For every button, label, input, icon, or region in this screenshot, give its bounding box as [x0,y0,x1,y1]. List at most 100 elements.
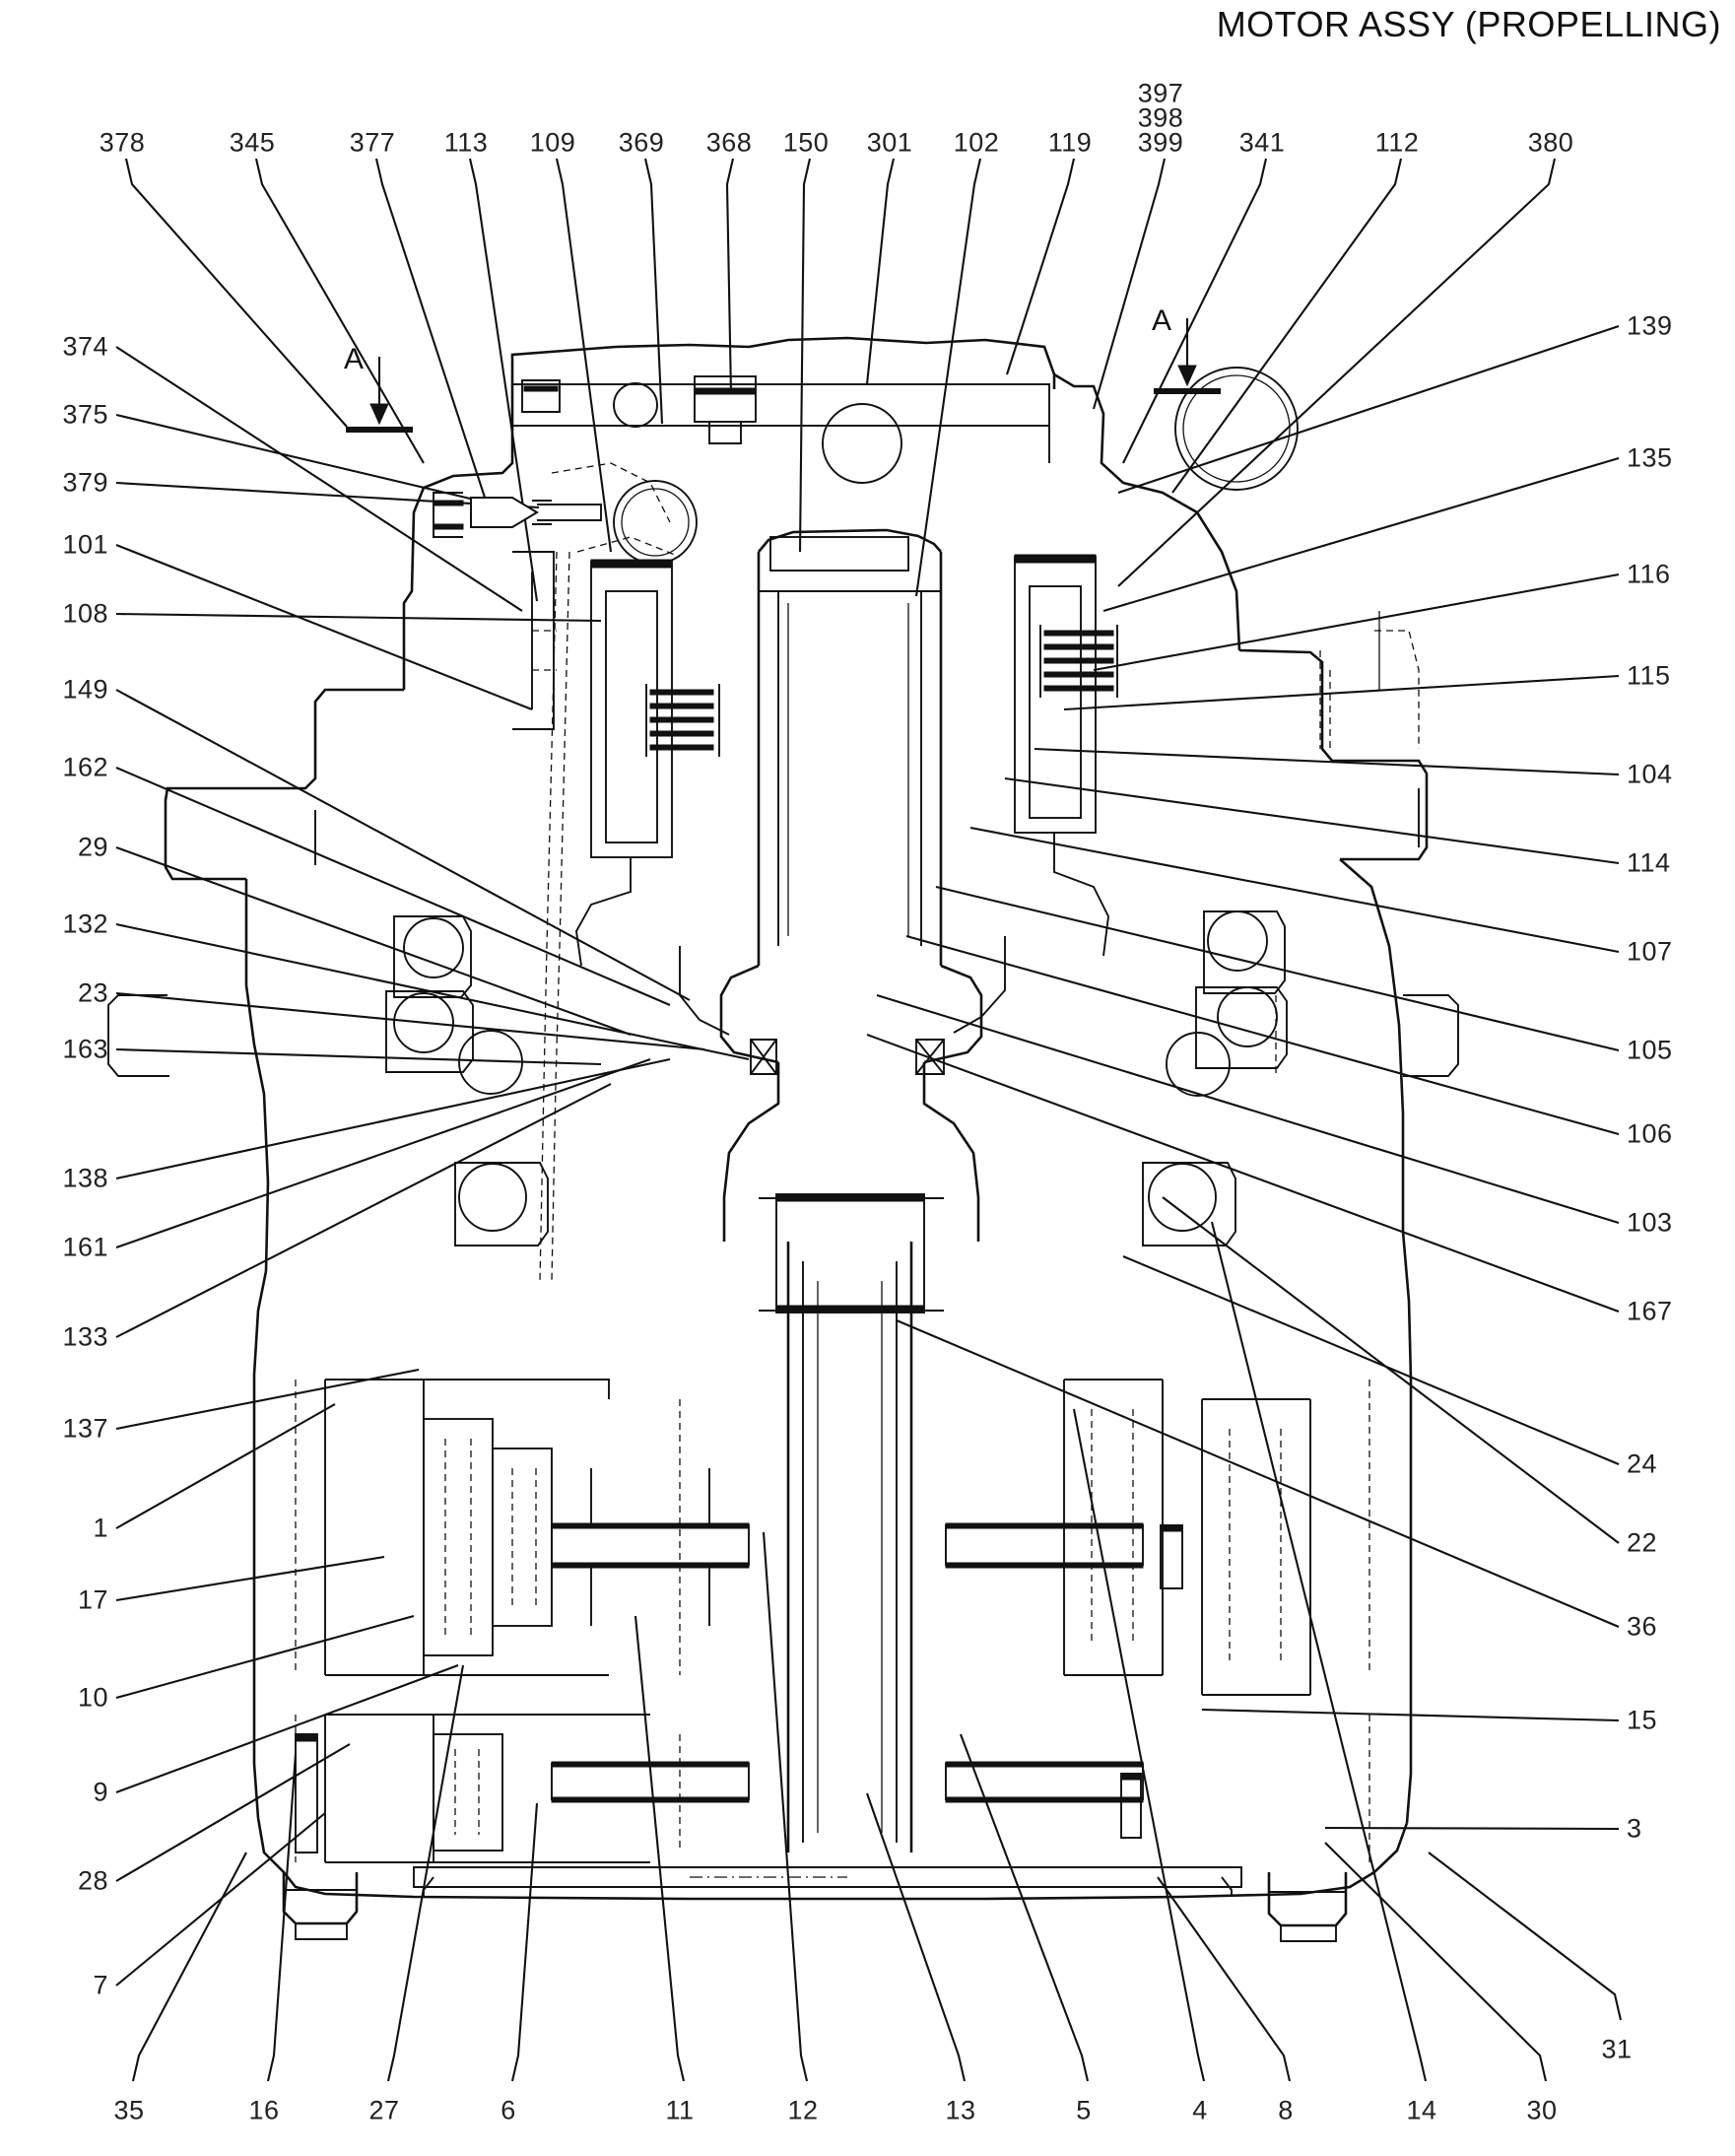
callout-16: 16 [248,2095,280,2125]
cylinder-block [512,551,1118,1036]
leader-line-162 [115,767,671,1006]
callout-28: 28 [77,1865,108,1896]
page-title: MOTOR ASSY (PROPELLING) [1216,4,1721,44]
callout-161: 161 [62,1232,108,1262]
callout-29: 29 [77,832,108,862]
callout-301: 301 [866,127,913,158]
callout-27: 27 [368,2095,400,2125]
callout-9: 9 [93,1777,108,1807]
callout-112: 112 [1374,127,1420,158]
leader-line-9 [115,1664,459,1793]
leader-line-31 [1428,1852,1623,2021]
callout-163: 163 [62,1034,108,1064]
callout-36: 36 [1627,1611,1658,1642]
callout-22: 22 [1627,1527,1658,1558]
leader-line-119 [1006,158,1076,375]
leader-line-24 [1122,1255,1620,1465]
bearing-upper-right [1166,910,1288,1097]
leader-line-369 [643,158,664,425]
center-shaft [719,528,983,1853]
callout-398: 398 [1137,102,1184,133]
bearing-upper-left [385,915,523,1095]
callout-119: 119 [1047,127,1093,158]
callout-113: 113 [443,127,489,158]
leader-line-11 [634,1615,686,2082]
callout-135: 135 [1627,442,1673,473]
callout-101: 101 [62,529,108,560]
leader-line-23 [115,991,705,1051]
leader-line-5 [960,1733,1090,2082]
callout-138: 138 [62,1163,108,1193]
leader-line-137 [115,1368,420,1431]
planetary-gear-section [295,1379,1370,1897]
leader-line-1 [115,1403,336,1529]
callout-150: 150 [782,127,830,158]
callout-115: 115 [1627,660,1671,691]
leader-line-104 [1034,747,1620,776]
callout-341: 341 [1238,127,1286,158]
callout-12: 12 [787,2095,819,2125]
leader-line-380 [1117,158,1557,587]
callout-24: 24 [1627,1449,1658,1479]
section-mark-a-0: A [344,343,413,433]
leader-line-150 [798,158,812,553]
callout-137: 137 [62,1413,108,1444]
callout-399: 399 [1137,127,1184,158]
callout-380: 380 [1527,127,1574,158]
leader-line-14 [1210,1221,1428,2082]
leader-lines [115,158,1623,2082]
leader-line-112 [1171,158,1403,494]
callout-1: 1 [93,1513,108,1543]
callout-345: 345 [229,127,276,158]
callout-6: 6 [500,2095,516,2125]
section-letter: A [1152,304,1171,337]
leader-line-106 [905,934,1620,1136]
leader-line-149 [115,689,691,1001]
leader-line-375 [115,413,521,512]
leader-line-105 [935,885,1620,1052]
leader-line-301 [865,158,896,385]
callout-30: 30 [1526,2095,1558,2125]
callout-107: 107 [1627,936,1673,967]
leader-line-368 [725,158,735,395]
leader-line-10 [115,1614,415,1700]
callout-15: 15 [1627,1705,1658,1735]
leader-line-167 [866,1034,1620,1313]
callout-23: 23 [77,977,108,1008]
callout-31: 31 [1601,2034,1633,2064]
callout-13: 13 [945,2095,976,2125]
callout-149: 149 [62,674,108,705]
leader-line-103 [876,993,1620,1225]
leader-line-115 [1063,674,1620,711]
callout-17: 17 [77,1584,108,1615]
callout-10: 10 [77,1682,108,1713]
section-letter: A [344,343,364,375]
leader-line-374 [115,346,523,612]
callout-162: 162 [62,752,108,782]
leader-line-8 [1157,1876,1292,2082]
callout-108: 108 [62,598,108,629]
leader-line-116 [1093,573,1620,672]
callout-379: 379 [62,467,108,498]
callout-114: 114 [1627,847,1671,878]
leader-line-399 [1092,158,1167,410]
leader-line-102 [914,158,982,597]
callout-375: 375 [62,399,108,430]
leader-line-379 [115,481,540,509]
leader-line-30 [1324,1842,1548,2082]
callout-368: 368 [705,127,753,158]
leader-line-108 [115,612,602,623]
callout-35: 35 [113,2095,145,2125]
leader-line-114 [1004,776,1620,865]
callout-7: 7 [93,1970,108,2000]
callout-11: 11 [665,2095,695,2125]
leader-line-345 [254,158,425,464]
callout-374: 374 [62,331,108,362]
leader-line-6 [510,1802,539,2082]
callout-109: 109 [529,127,576,158]
leader-line-27 [386,1664,465,2082]
callout-102: 102 [953,127,1000,158]
centerlines [539,551,1420,1853]
callout-378: 378 [99,127,146,158]
